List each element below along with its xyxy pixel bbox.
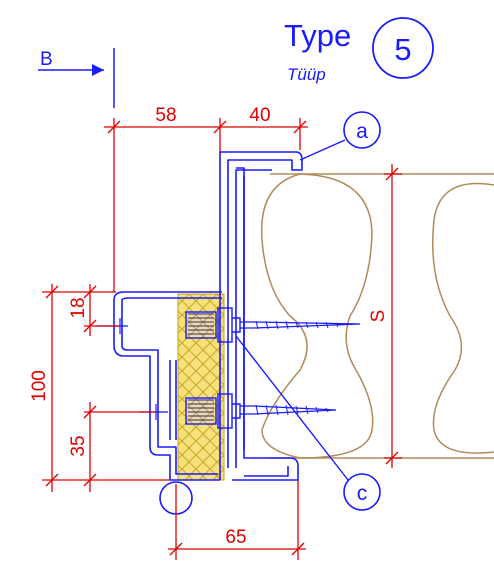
callout-a: a	[299, 111, 381, 161]
window-profile	[113, 151, 303, 481]
screw-lower	[185, 393, 337, 429]
callout-c: c	[235, 335, 381, 511]
callout-c-label: c	[357, 482, 368, 505]
dim-top-right: 40	[249, 105, 270, 126]
log-center-right	[299, 173, 374, 459]
section-arrow-icon	[92, 64, 104, 76]
dim-left-lower: 35	[68, 435, 89, 456]
log-right	[431, 182, 494, 454]
log-left	[260, 173, 308, 459]
dim-bottom: 65	[225, 527, 246, 548]
log-wall	[260, 173, 494, 459]
callout-a-label: a	[356, 120, 368, 143]
type-number-circle	[372, 17, 434, 79]
type-number: 5	[394, 32, 411, 67]
screw-upper	[185, 307, 361, 343]
type-subtitle: Tüüp	[287, 65, 326, 84]
dim-profile-height: S	[368, 310, 389, 323]
type-header: Type 5 Tüüp	[284, 17, 434, 84]
section-marker-label: B	[40, 49, 53, 70]
section-marker: B	[38, 48, 115, 108]
type-label: Type	[284, 18, 351, 53]
dim-left-upper: 18	[68, 297, 89, 318]
dimensions	[42, 118, 402, 560]
dim-left-total: 100	[29, 370, 50, 402]
dim-top-left: 58	[155, 105, 176, 126]
